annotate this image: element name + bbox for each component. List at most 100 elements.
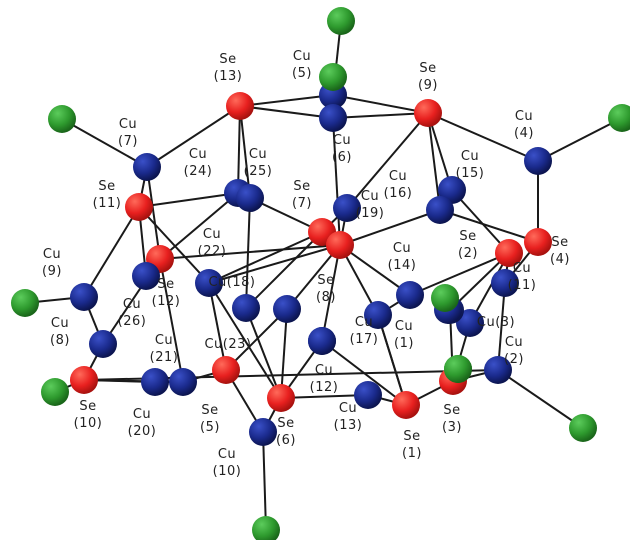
bond-Cu(5)-Se(9) [332, 94, 429, 114]
label-cu21-line1: (21) [150, 350, 179, 365]
bond-Cu(12)-Se(1) [321, 340, 407, 406]
label-se1-line0: Se [403, 429, 420, 444]
label-se9-line0: Se [419, 61, 436, 76]
label-cu19-line1: (19) [356, 206, 385, 221]
label-se8-line0: Se [317, 273, 334, 288]
label-cu18-line0: Cu(18) [208, 275, 255, 290]
bond-Se(9)-Cu(4) [427, 112, 539, 162]
label-se2-line1: (2) [458, 246, 478, 261]
label-cu15-line0: Cu [461, 149, 479, 164]
bond-Se(6)-Cu(18) [245, 307, 282, 399]
label-se5-line1: (5) [200, 420, 220, 435]
label-cu25-line1: (25) [244, 164, 273, 179]
label-se4-line0: Se [551, 235, 568, 250]
label-cu8-line1: (8) [50, 333, 70, 348]
bond-Se(13)-Cu(5) [239, 94, 334, 107]
atoms-layer [11, 7, 630, 540]
label-cu23-line0: Cu(23) [204, 337, 251, 352]
label-cu5-line0: Cu [293, 49, 311, 64]
bond-Se(5)-Cu(22) [208, 282, 227, 371]
bond-Se(11)-Cu(24) [138, 192, 239, 208]
label-cu17-line1: (17) [350, 332, 379, 347]
atom-cu25 [236, 184, 264, 212]
bond-Se(8)-Cu(22) [208, 244, 341, 284]
bond-G3-Cu(7) [61, 118, 148, 168]
atom-se2 [495, 239, 523, 267]
atom-cu17 [364, 301, 392, 329]
atom-cu13 [354, 381, 382, 409]
atom-cu6 [319, 104, 347, 132]
label-cu9-line0: Cu [43, 247, 61, 262]
label-cu20-line0: Cu [133, 407, 151, 422]
bond-Se(13)-Cu(24) [237, 105, 241, 194]
label-cu15-line1: (15) [456, 166, 485, 181]
label-cu2-line0: Cu [505, 335, 523, 350]
atom-g8 [41, 378, 69, 406]
atom-cu7 [133, 153, 161, 181]
label-se5-line0: Se [201, 403, 218, 418]
atom-cu21 [169, 368, 197, 396]
bond-Se(8)-Cu(14) [339, 244, 411, 296]
bond-Cu(17)-Se(1) [377, 314, 407, 406]
label-se7-line1: (7) [292, 196, 312, 211]
label-cu4-line0: Cu [515, 109, 533, 124]
label-se11-line1: (11) [93, 196, 122, 211]
atom-g3 [48, 105, 76, 133]
label-cu22-line1: (22) [198, 244, 227, 259]
atom-cu19 [333, 194, 361, 222]
label-cu12-line0: Cu [315, 363, 333, 378]
bond-Se(13)-Cu(7) [146, 105, 241, 168]
atom-cu11 [491, 269, 519, 297]
label-cu14-line0: Cu [393, 241, 411, 256]
label-se6-line0: Se [277, 416, 294, 431]
bond-Se(7)-Cu(18) [245, 231, 323, 309]
label-cu1-line0: Cu [395, 319, 413, 334]
label-cu3-line0: Cu(3) [477, 315, 515, 330]
bond-Se(6)-Cu(23) [280, 308, 288, 399]
label-cu16-line1: (16) [384, 186, 413, 201]
label-cu16-line0: Cu [389, 169, 407, 184]
atom-cu14 [396, 281, 424, 309]
label-cu6-line1: (6) [332, 150, 352, 165]
bond-Se(2)-Cu(16) [451, 189, 510, 254]
bond-Se(4)-Cu(15) [439, 209, 539, 243]
bond-Se(11)-Cu(9) [83, 206, 140, 298]
bond-Se(6)-Cu(22) [208, 282, 282, 399]
atom-se6 [267, 384, 295, 412]
atom-g2 [319, 63, 347, 91]
atom-cu15 [426, 196, 454, 224]
label-cu26-line1: (26) [118, 314, 147, 329]
atom-cu20 [141, 368, 169, 396]
label-se6-line1: (6) [276, 433, 296, 448]
bond-Cu(6)-Se(8) [332, 117, 341, 246]
label-cu1-line1: (1) [394, 336, 414, 351]
bond-Cu(24)-Se(12) [159, 192, 239, 260]
bond-Se(13)-Cu(6) [239, 105, 334, 119]
label-se1-line1: (1) [402, 446, 422, 461]
bond-Se(7)-Cu(22) [208, 231, 323, 284]
label-cu12-line1: (12) [310, 380, 339, 395]
label-cu9-line1: (9) [42, 264, 62, 279]
label-cu10-line0: Cu [218, 447, 236, 462]
label-se12-line0: Se [157, 277, 174, 292]
label-se12-line1: (12) [152, 294, 181, 309]
atom-cumid1 [308, 327, 336, 355]
label-se3-line1: (3) [442, 420, 462, 435]
bond-G9-Cu(2) [497, 369, 584, 429]
label-cu13-line0: Cu [339, 401, 357, 416]
label-se8-line1: (8) [316, 290, 336, 305]
label-cu13-line1: (13) [334, 418, 363, 433]
bond-Se(2)-Cu(14) [409, 252, 510, 296]
bond-Se(9)-Cu(19) [346, 112, 429, 209]
label-cu24-line1: (24) [184, 164, 213, 179]
atom-cu2 [484, 356, 512, 384]
label-se13-line0: Se [219, 52, 236, 67]
bond-Se(12)-Se(8) [159, 244, 341, 260]
label-se10-line0: Se [79, 399, 96, 414]
bond-Se(8)-Cu(15) [339, 209, 441, 246]
label-se2-line0: Se [459, 229, 476, 244]
bond-Se(5)-Cu(23) [225, 308, 288, 371]
atom-cu4 [524, 147, 552, 175]
